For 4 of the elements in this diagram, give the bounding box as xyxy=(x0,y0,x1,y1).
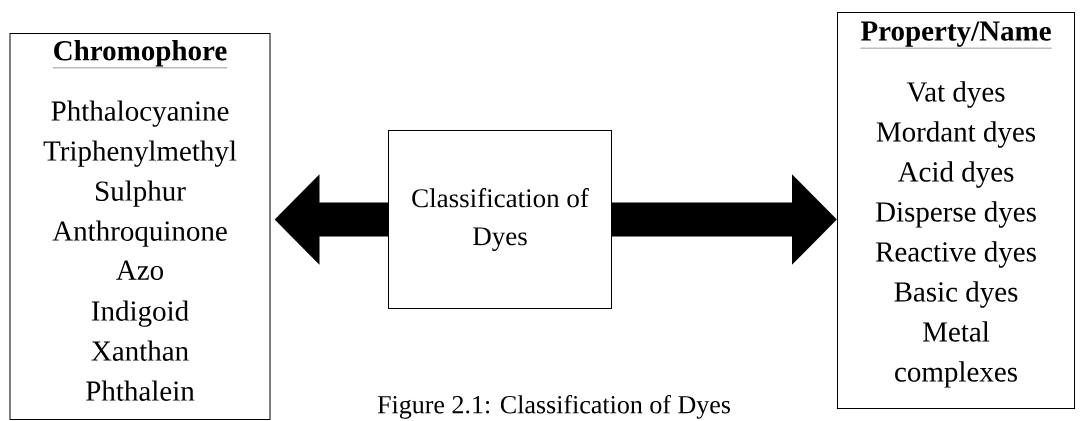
list-box: Property/Name Vat dyes Mordant dyes Acid dyes Disperse dyes Reactive dyes Basic dyes Metal complexes xyxy=(837,12,1075,409)
caption: Figure 2.1: Classification of Dyes xyxy=(377,394,730,419)
list-box: Chromophore Phthalocyanine Triphenylmethyl Sulphur Anthroquinone Azo Indigoid Xanthan Phthalein xyxy=(9,33,271,420)
title-box: Classification of Dyes xyxy=(388,130,612,309)
